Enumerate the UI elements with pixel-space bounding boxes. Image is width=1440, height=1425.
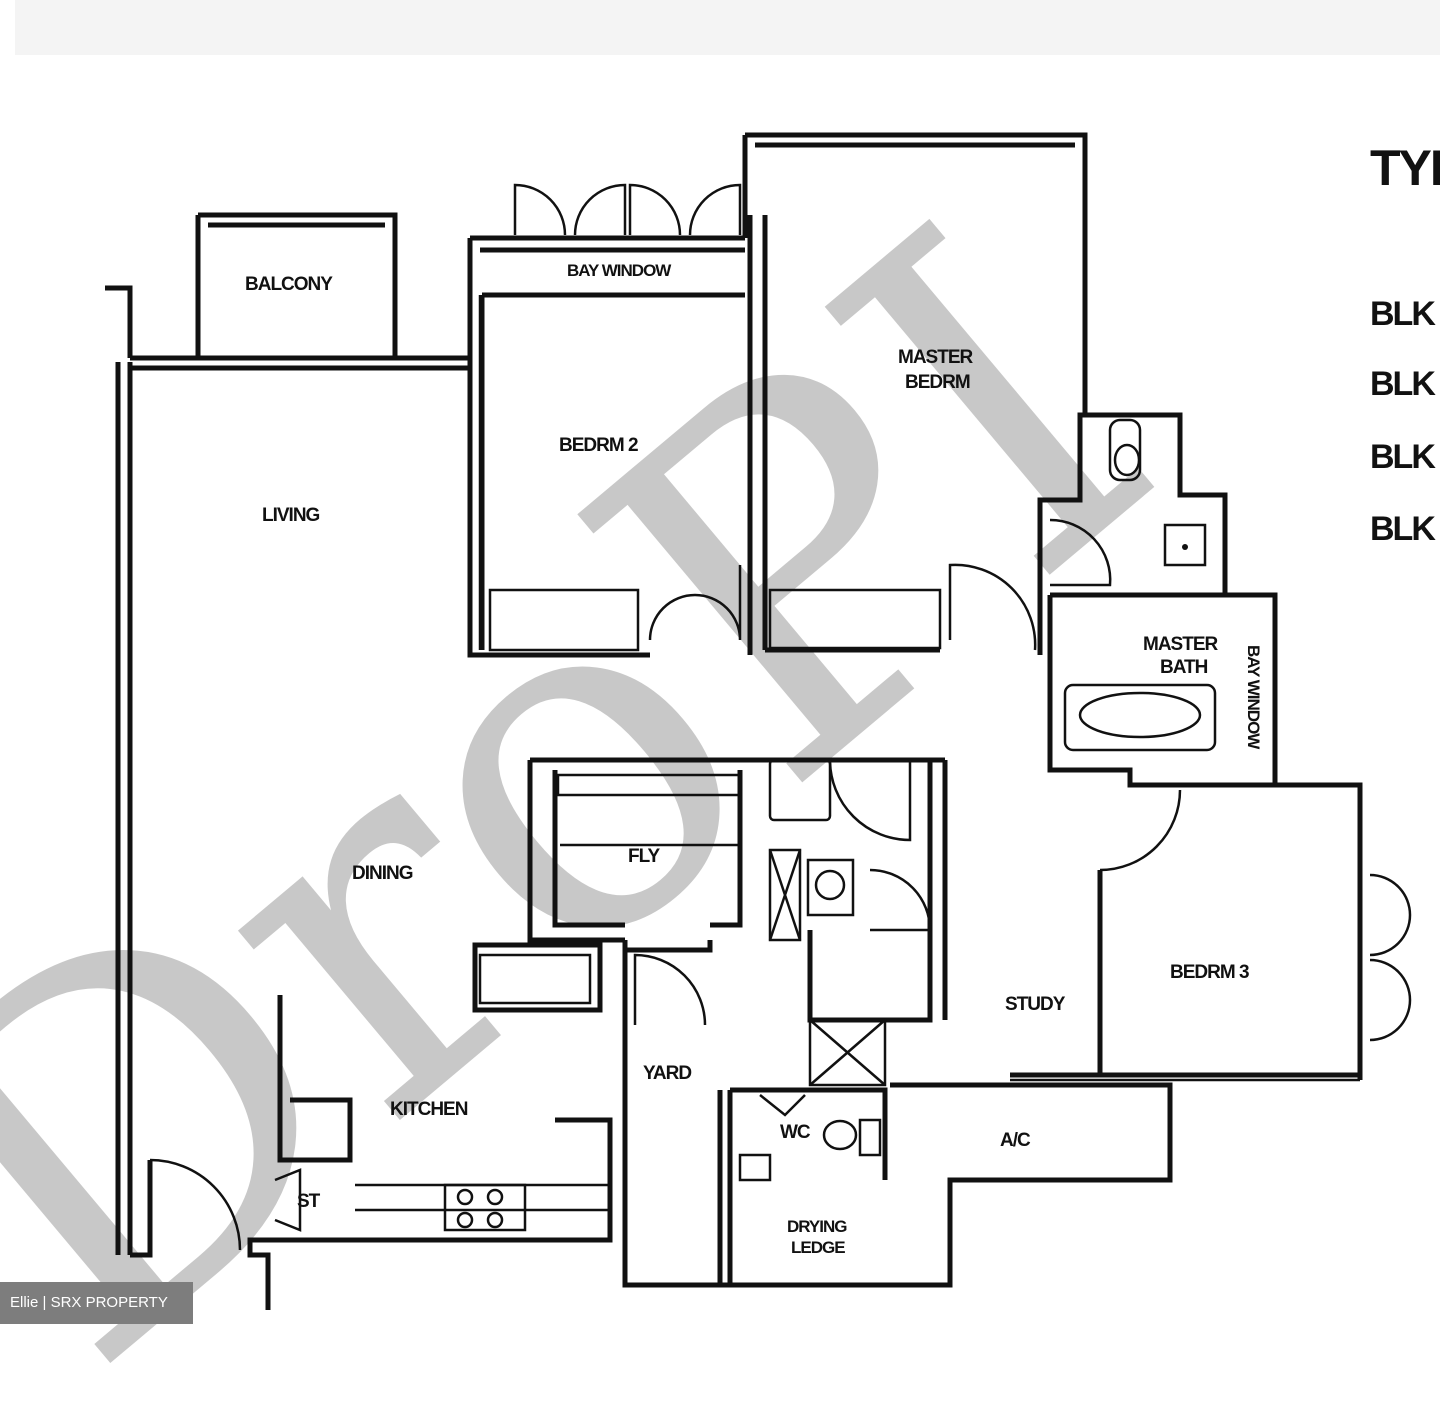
label-yard: YARD — [643, 1063, 691, 1084]
label-drying-ledge-2: LEDGE — [791, 1238, 845, 1257]
label-ac: A/C — [1000, 1130, 1031, 1151]
block-line-3: BLK 1 — [1370, 438, 1440, 476]
label-kitchen: KITCHEN — [390, 1099, 468, 1120]
side-panel: TYI BLK N BLK 1 BLK 1 BLK 1 — [1370, 140, 1440, 548]
block-line-4: BLK 1 — [1370, 510, 1440, 548]
label-drying-ledge-1: DRYING — [787, 1217, 847, 1236]
label-study: STUDY — [1005, 994, 1066, 1015]
label-bedroom-3: BEDRM 3 — [1170, 962, 1249, 983]
label-wc: WC — [780, 1122, 811, 1143]
top-strip — [15, 0, 1440, 55]
label-balcony: BALCONY — [245, 274, 333, 295]
label-bay-window-vertical: BAY WINDOW — [1244, 645, 1263, 750]
credit-badge: Ellie | SRX PROPERTY — [0, 1282, 193, 1324]
label-dining: DINING — [352, 863, 413, 884]
fixtures — [355, 295, 1360, 1232]
room-labels: BALCONY BAY WINDOW MASTER BEDRM BEDRM 2 … — [245, 261, 1263, 1257]
label-living: LIVING — [262, 505, 320, 526]
label-master-bath-1: MASTER — [1143, 634, 1219, 655]
label-fly: FLY — [628, 846, 660, 867]
walls — [105, 132, 1363, 1310]
doors — [149, 183, 1412, 1251]
label-master-bedroom-1: MASTER — [898, 347, 974, 368]
label-bedroom-2: BEDRM 2 — [559, 435, 638, 456]
label-bay-window: BAY WINDOW — [567, 261, 672, 280]
block-line-1: BLK N — [1370, 295, 1440, 333]
label-master-bath-2: BATH — [1160, 657, 1208, 678]
type-heading: TYI — [1370, 140, 1440, 196]
label-st: ST — [297, 1191, 321, 1212]
label-master-bedroom-2: BEDRM — [905, 372, 970, 393]
block-line-2: BLK 1 — [1370, 365, 1440, 403]
